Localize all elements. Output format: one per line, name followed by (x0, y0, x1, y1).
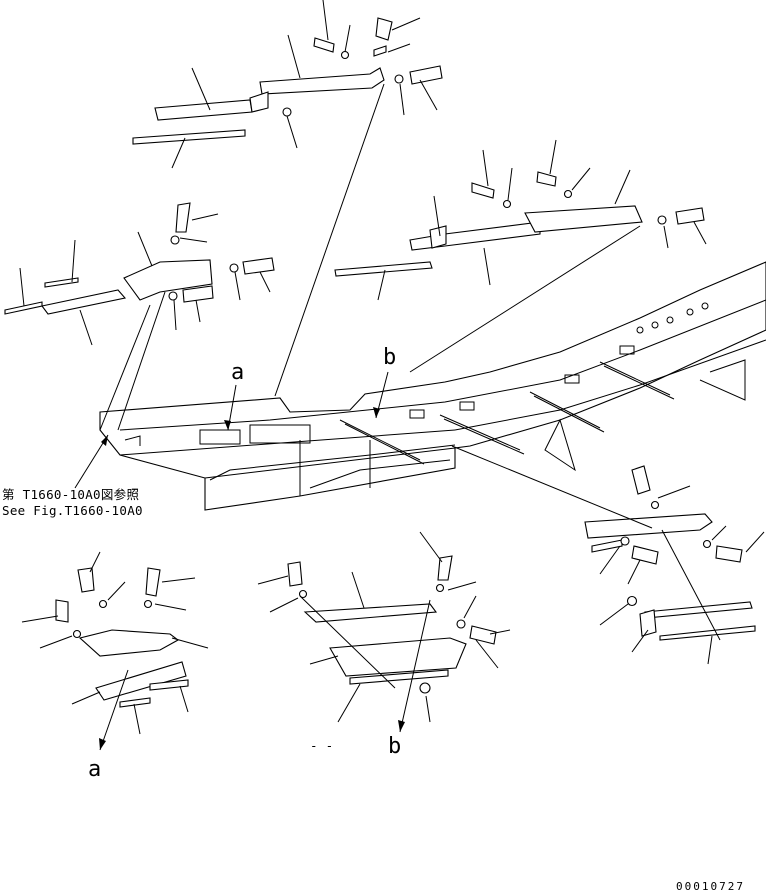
callout-b-bottom: b (388, 734, 402, 759)
right-lower-group (451, 445, 765, 665)
main-frame (99, 261, 766, 511)
dash-mark: - - (310, 738, 334, 753)
left-parts-group (4, 202, 275, 431)
reference-note-en: See Fig.T1660-10A0 (2, 503, 143, 518)
drawing-number: 00010727 (676, 880, 745, 893)
reference-note-ja: 第 T1660-10A0図参照 (2, 487, 140, 502)
top-parts-group (132, 0, 443, 397)
bottom-left-group (21, 551, 209, 735)
callout-a-top: a (231, 360, 245, 385)
callout-arrows (74, 371, 431, 751)
callout-b-top: b (383, 345, 397, 370)
right-parts-group (334, 139, 707, 373)
callout-a-bottom: a (88, 757, 102, 782)
bottom-middle-group (257, 531, 511, 723)
